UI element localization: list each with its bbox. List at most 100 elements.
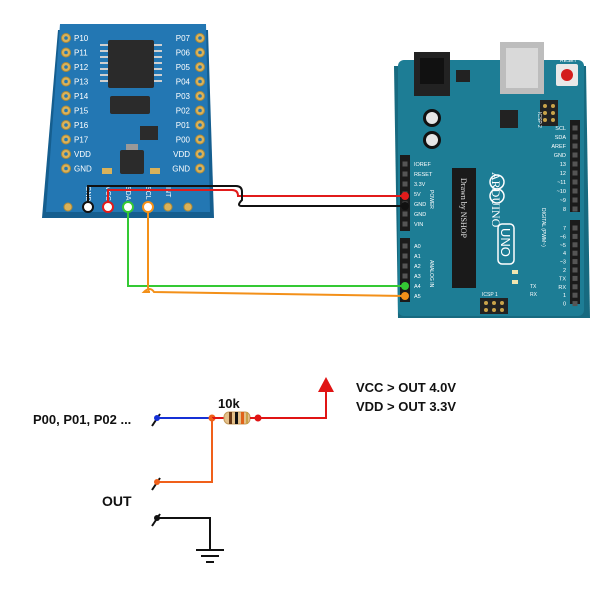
pin-label-right: P02 [176, 107, 191, 116]
icsp2-header: ICSP 2 [536, 100, 558, 128]
header-pin [572, 206, 578, 212]
header-pad [163, 202, 173, 212]
input-pins-label: P00, P01, P02 ... [33, 412, 131, 427]
pin-label-left: P13 [74, 78, 89, 87]
header-pin [572, 301, 578, 307]
arduino-pin-label: 12 [560, 171, 566, 177]
pin-label-right: P04 [176, 78, 191, 87]
arduino-pin-label: A5 [414, 294, 421, 300]
arduino-pin-label: ~6 [560, 234, 566, 240]
arduino-pin-label: ~10 [557, 189, 566, 195]
header-pin [572, 197, 578, 203]
pin-label-right: P01 [176, 121, 191, 130]
header-pin [572, 225, 578, 231]
arduino-pin-label: VIN [414, 222, 423, 228]
arduino-pin-label: A3 [414, 274, 421, 280]
arduino-pin-label: AREF [551, 144, 566, 150]
pin-label-right: GND [172, 165, 190, 174]
header-pin [572, 250, 578, 256]
arduino-pin-label: SDA [555, 135, 567, 141]
header-pin [572, 125, 578, 131]
module-pcb [46, 24, 210, 212]
chip-label: Drawn by NSHOP [459, 178, 468, 239]
power-header-label: POWER [428, 190, 434, 209]
arduino-pin-label: IOREF [414, 162, 431, 168]
arduino-pin-label: A1 [414, 254, 421, 260]
header-label: SCL [144, 186, 151, 200]
output-wire [158, 418, 213, 483]
pin-label-left: GND [74, 165, 92, 174]
pin-label-left: P11 [74, 49, 88, 58]
header-pin [402, 171, 408, 177]
pin-label-right: P06 [176, 49, 191, 58]
out-label: OUT [102, 493, 132, 509]
analog-header [400, 238, 410, 302]
resistor-10k [223, 411, 251, 425]
arduino-pcb [398, 60, 584, 316]
pin-label-right: P07 [176, 34, 191, 43]
arduino-brand: ARDUINO [489, 172, 503, 228]
pin-label-left: VDD [74, 150, 91, 159]
arduino-logo: ARDUINO UNO [489, 172, 515, 265]
header-pin [572, 161, 578, 167]
rx-label: RX [530, 292, 538, 298]
resistor-label: 10k [218, 396, 240, 411]
arduino-pin-label: 2 [563, 268, 566, 274]
vcc-note: VCC > OUT 4.0V [356, 380, 456, 395]
analog-header-label: ANALOG IN [428, 260, 434, 288]
arduino-pin-label: 3.3V [414, 182, 426, 188]
icsp1-header: ICSP 1 [480, 292, 508, 314]
arduino-pin-label: ~5 [560, 243, 566, 249]
header-pin [572, 134, 578, 140]
pin-label-left: P14 [74, 92, 89, 101]
arduino-pin-label: 1 [563, 293, 566, 299]
header-pin [572, 284, 578, 290]
ground-wire [157, 517, 211, 550]
pin-label-right: P05 [176, 63, 191, 72]
supply-arrow-icon [318, 377, 334, 392]
icsp2-label: ICSP 2 [536, 112, 542, 128]
header-pin [402, 161, 408, 167]
pin-label-right: VDD [173, 150, 190, 159]
arduino-pin-label: 0 [563, 302, 566, 308]
pin-label-left: P15 [74, 107, 89, 116]
arduino-pin-label: 4 [563, 251, 566, 257]
header-label: INT [164, 186, 171, 198]
header-pin [572, 267, 578, 273]
header-pin [402, 243, 408, 249]
atmega-chip: Drawn by NSHOP [452, 168, 476, 288]
wires [82, 185, 409, 300]
arduino-uno-board: RESET ICSP 2 Drawn by NSHOP ARDUINO UNO [394, 42, 590, 318]
pin-label-left: P16 [74, 121, 89, 130]
header-pin [402, 273, 408, 279]
arduino-pin-label: GND [414, 212, 426, 218]
pin-label-left: P10 [74, 34, 89, 43]
arduino-pin-label: ~9 [560, 198, 566, 204]
header-pin [572, 292, 578, 298]
arduino-model: UNO [498, 228, 513, 257]
arduino-pin-label: A0 [414, 244, 421, 250]
wire-sda-a4 [127, 207, 405, 287]
wire-scl-a5 [141, 207, 406, 297]
arduino-pin-label: GND [554, 153, 566, 159]
pullup-wire [250, 392, 327, 419]
wire-vcc-5v [107, 189, 405, 207]
reset-label: RESET [560, 58, 577, 64]
output-schematic: P00, P01, P02 ... 10k VCC > OUT 4.0V VDD… [33, 377, 456, 563]
digital-header-label: DIGITAL (PWM~) [540, 208, 546, 247]
arduino-pin-label: RX [558, 285, 566, 291]
header-pin [402, 263, 408, 269]
ground-icon [196, 549, 224, 563]
vdd-note: VDD > OUT 3.3V [356, 399, 456, 414]
pin-label-left: P12 [74, 63, 89, 72]
pin-label-left: P17 [74, 136, 89, 145]
header-pin [572, 242, 578, 248]
header-pin [402, 253, 408, 259]
header-pin [572, 233, 578, 239]
header-pin [572, 170, 578, 176]
pin-label-right: P03 [176, 92, 191, 101]
arduino-pin-label: A4 [414, 284, 421, 290]
pin-label-right: P00 [176, 136, 191, 145]
header-pin [572, 152, 578, 158]
